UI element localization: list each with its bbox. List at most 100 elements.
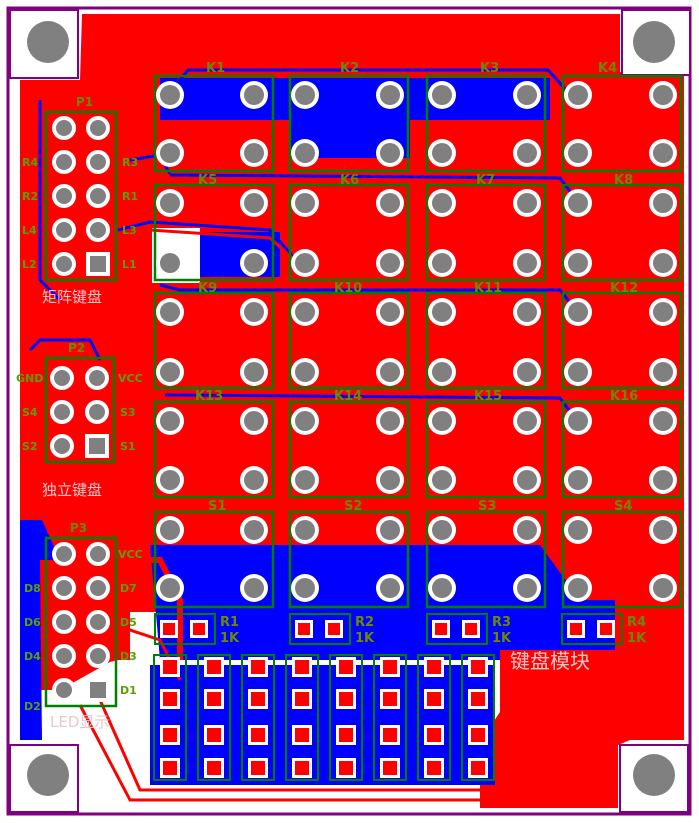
label-k15: K15 <box>474 389 502 404</box>
label-r2-value: 1K <box>355 631 375 646</box>
led-pad-copper <box>339 728 353 742</box>
key-k5 <box>153 183 275 282</box>
led-outline <box>329 654 363 781</box>
led-outline <box>197 654 231 781</box>
p1-title: 矩阵键盘 <box>42 288 102 306</box>
p1-pin-r3: L3 <box>122 224 137 237</box>
led-pad-copper <box>339 761 353 775</box>
header-p2 <box>44 356 116 464</box>
resistor-r4 <box>561 613 623 645</box>
p3-title: LED显示 <box>50 713 109 731</box>
led-pad-copper <box>251 660 265 674</box>
led-pad-copper <box>427 728 441 742</box>
label-s2: S2 <box>344 499 362 514</box>
key-k7 <box>425 183 547 282</box>
module-title: 键盘模块 <box>510 649 590 673</box>
key-s1 <box>153 510 275 609</box>
bottom-copper-left <box>20 520 60 740</box>
led-outline <box>373 654 407 781</box>
label-k7: K7 <box>476 173 495 188</box>
p2-pin-l2: S4 <box>22 406 38 419</box>
label-k9: K9 <box>198 281 217 296</box>
led-pad-copper <box>427 761 441 775</box>
p2-pin-l1: GND <box>16 372 43 385</box>
led-pad-copper <box>163 728 177 742</box>
p3-pin-l4: D2 <box>24 700 41 713</box>
led-outline <box>461 654 495 781</box>
standalone-keys <box>153 510 683 609</box>
key-k3 <box>425 74 547 173</box>
led-pad-copper <box>383 728 397 742</box>
label-s1: S1 <box>208 499 226 514</box>
led-pad-copper <box>471 660 485 674</box>
led-outline <box>285 654 319 781</box>
key-k10 <box>288 291 410 390</box>
label-k14: K14 <box>334 389 362 404</box>
key-s3 <box>425 510 547 609</box>
p3-pin-r2: D7 <box>120 582 137 595</box>
resistor-r1 <box>154 613 216 645</box>
traces <box>28 60 582 802</box>
led-pad-copper <box>207 761 221 775</box>
led-pad-copper <box>295 692 309 706</box>
label-r3-value: 1K <box>492 631 512 646</box>
led-pad-copper <box>207 692 221 706</box>
p1-pin-l2: R2 <box>22 190 38 203</box>
p3-pin-l2: D6 <box>24 616 41 629</box>
label-k16: K16 <box>610 389 638 404</box>
label-k13: K13 <box>195 389 223 404</box>
label-s4: S4 <box>614 499 632 514</box>
label-s3: S3 <box>478 499 496 514</box>
label-k3: K3 <box>480 61 499 76</box>
mounting-holes <box>9 9 691 813</box>
key-k2 <box>288 74 410 173</box>
label-k12: K12 <box>610 281 638 296</box>
key-k12 <box>561 291 683 390</box>
label-k6: K6 <box>340 173 359 188</box>
key-k1 <box>153 74 275 173</box>
led-pad-copper <box>383 660 397 674</box>
led-outline <box>153 654 187 781</box>
bottom-copper-pour <box>150 545 615 660</box>
p3-pin-l1: D8 <box>24 582 41 595</box>
led-pad-copper <box>471 761 485 775</box>
label-r3: R3 <box>492 615 511 630</box>
p3-pin-r1: VCC <box>118 548 143 561</box>
led-pad-copper <box>339 660 353 674</box>
led-pad-copper <box>427 660 441 674</box>
label-k2: K2 <box>340 61 359 76</box>
led-pad-copper <box>251 692 265 706</box>
label-r1: R1 <box>220 615 239 630</box>
p3-ref: P3 <box>70 521 87 535</box>
led-pad-copper <box>383 761 397 775</box>
key-k11 <box>425 291 547 390</box>
led-pad-copper <box>163 761 177 775</box>
resistor-r3 <box>426 613 488 645</box>
p1-pin-r4: L1 <box>122 258 137 271</box>
key-row2-blue <box>200 232 280 277</box>
led-outline <box>417 654 451 781</box>
p1-pin-l4: L2 <box>22 258 37 271</box>
p2-pin-l3: S2 <box>22 440 38 453</box>
p2-pin-r3: S1 <box>120 440 136 453</box>
led-pad-copper <box>251 761 265 775</box>
led-outline <box>241 654 275 781</box>
label-k4: K4 <box>598 61 617 76</box>
led-pad-copper <box>383 692 397 706</box>
label-r4-value: 1K <box>627 631 647 646</box>
p2-pin-r2: S3 <box>120 406 136 419</box>
p1-pin-l1: R4 <box>22 156 38 169</box>
resistors <box>154 613 623 645</box>
label-r4: R4 <box>627 615 646 630</box>
key-k4 <box>561 74 683 173</box>
label-r1-value: 1K <box>220 631 240 646</box>
header-p1 <box>44 110 118 282</box>
resistor-r2 <box>289 613 351 645</box>
p3-pin-r3: D5 <box>120 616 137 629</box>
p2-pin-r1: VCC <box>118 372 143 385</box>
label-k5: K5 <box>198 173 217 188</box>
led-pad-copper <box>295 660 309 674</box>
label-k11: K11 <box>474 281 502 296</box>
p2-title: 独立键盘 <box>42 481 102 499</box>
